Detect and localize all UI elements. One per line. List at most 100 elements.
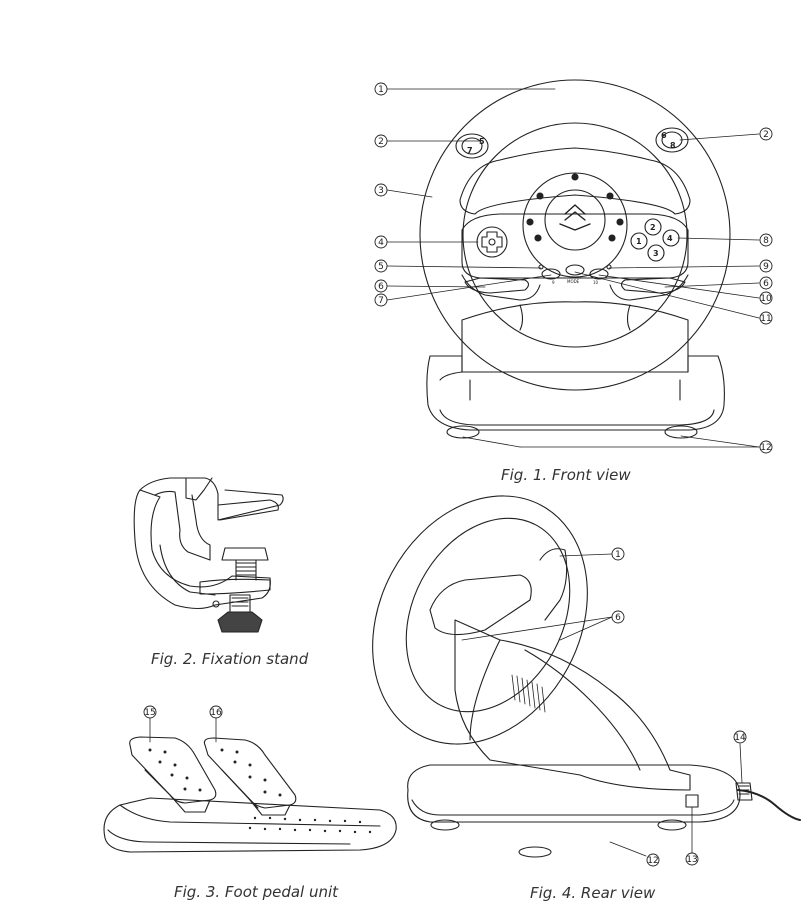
rear-paddle-right [539,548,568,621]
label-1: 1 [636,237,642,246]
select-button[interactable] [541,268,561,280]
callout-number: 14 [734,733,746,743]
callout-circle [685,852,699,866]
label-4: 4 [667,234,673,243]
wheel-button-labels: 5 7 6 8 1 2 3 4 9 MODE 10 [467,131,676,285]
wheel-bottom-right-arm [609,274,689,301]
pedal-right[interactable] [203,737,297,809]
fig2-caption: Fig. 2. Fixation stand [151,650,309,668]
button-1[interactable] [630,232,648,250]
callout-number: 2 [763,130,769,140]
wheel-base [426,355,725,431]
callout-number: 6 [763,279,769,289]
wheel-hub-body [461,213,689,279]
callout-circle [374,183,388,197]
paddle-right [620,277,686,294]
callout-number: 7 [378,296,384,306]
wheel-column [461,301,689,373]
callout-number: 15 [144,708,155,718]
label-3: 3 [653,249,659,258]
pedal-left[interactable] [129,736,217,804]
paddle-6-8[interactable] [655,127,689,153]
callout-circle [374,235,388,249]
clamp-screw-top [221,547,269,561]
callout-circle [759,311,773,325]
label-mode: MODE [567,279,580,284]
wheel-rim-inner [462,122,688,348]
foot-left [446,425,480,439]
callout-number: 12 [760,443,771,453]
label-start: 10 [593,280,599,285]
callout-circle [374,259,388,273]
cable-strain-relief [735,782,753,801]
callout-circle [759,127,773,141]
label-2: 2 [650,223,656,232]
led-left [538,264,544,270]
rear-wheel-rim-inner [405,517,571,713]
callout-circle [209,705,223,719]
callout-number: 9 [763,262,769,272]
label-8: 8 [670,141,676,150]
fig3-caption: Fig. 3. Foot pedal unit [174,883,339,901]
rear-foot-center [518,846,552,858]
fig1-front-view [386,79,760,448]
rear-column [454,619,691,791]
base-top-rim [439,371,463,381]
clamp-body [133,477,284,610]
fig1-caption: Fig. 1. Front view [501,466,631,484]
mode-button[interactable] [565,264,585,276]
callout-number: 6 [615,613,621,623]
rear-foot-left [430,819,460,831]
clamp-plate [199,578,271,595]
wheel-top-spoke [459,147,691,215]
callout-number: 10 [760,294,772,304]
callout-circle [733,730,747,744]
callout-number: 5 [378,262,384,272]
callout-circle [611,610,625,624]
callout-circle [374,134,388,148]
callout-number: 16 [210,708,222,718]
callout-number: 4 [378,238,384,248]
callout-number: 13 [686,855,697,865]
hub-logo-ring [544,189,606,251]
pedal-base-grip-dots [248,816,372,834]
callout-circle [646,853,660,867]
fig4-caption: Fig. 4. Rear view [530,884,656,902]
button-3[interactable] [647,244,665,262]
callout-number: 2 [378,137,384,147]
usb-cable [737,789,801,821]
rear-base [407,764,741,823]
paddle-5-7-inner [461,137,483,155]
label-6: 6 [661,131,667,140]
hub-disc [522,172,628,278]
fig3-foot-pedal-unit [103,717,397,853]
callout-number: 8 [763,236,769,246]
paddle-5-7[interactable] [455,133,489,159]
fig4-rear-view [372,495,801,858]
callout-circle [143,705,157,719]
rear-paddle-left [429,574,532,636]
clamp-knob[interactable] [217,611,263,633]
foot-right [664,425,698,439]
label-select: 9 [552,280,555,285]
callout-circle [759,259,773,273]
led-right [606,264,612,270]
callout-circle [374,82,388,96]
callout-number: 1 [615,550,621,560]
clamp-screw-bottom [229,594,251,613]
callout-circle [611,547,625,561]
start-button[interactable] [589,268,609,280]
pedal-base [103,797,397,853]
rear-vent [511,674,546,713]
button-2[interactable] [644,218,662,236]
callout-circle [759,233,773,247]
rear-foot-right [657,819,687,831]
dpad-cross-icon [481,231,503,253]
pedal-connector-port [685,794,699,808]
rear-wheel-rim-outer [372,495,588,745]
label-7: 7 [467,146,473,155]
hub-dots [526,173,624,242]
wheel-bottom-left-arm [461,274,541,301]
